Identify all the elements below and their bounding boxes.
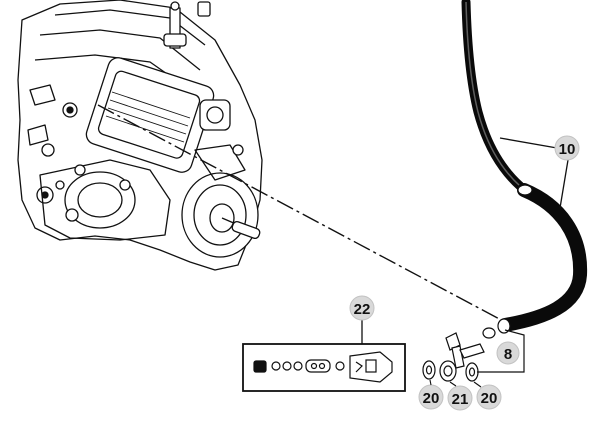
fuel-injection-pump-drawing [17,0,263,271]
svg-text:10: 10 [559,141,576,158]
callout-20-right: 20 [473,381,502,410]
callout-21: 21 [447,381,473,411]
callout-20-left: 20 [418,379,444,410]
svg-text:20: 20 [423,390,440,407]
banjo-fitting [422,327,525,382]
callout-10-leaders [499,137,569,209]
svg-text:8: 8 [504,346,512,363]
seal-kit-parts [242,320,406,392]
callout-8: 8 [496,341,520,365]
svg-text:20: 20 [481,390,498,407]
svg-text:21: 21 [452,391,469,408]
pump-to-fitting-leader [97,104,506,323]
fuel-return-hose [461,0,588,334]
callout-22: 22 [349,295,375,321]
callout-10: 10 [554,135,580,161]
svg-text:22: 22 [354,301,371,318]
